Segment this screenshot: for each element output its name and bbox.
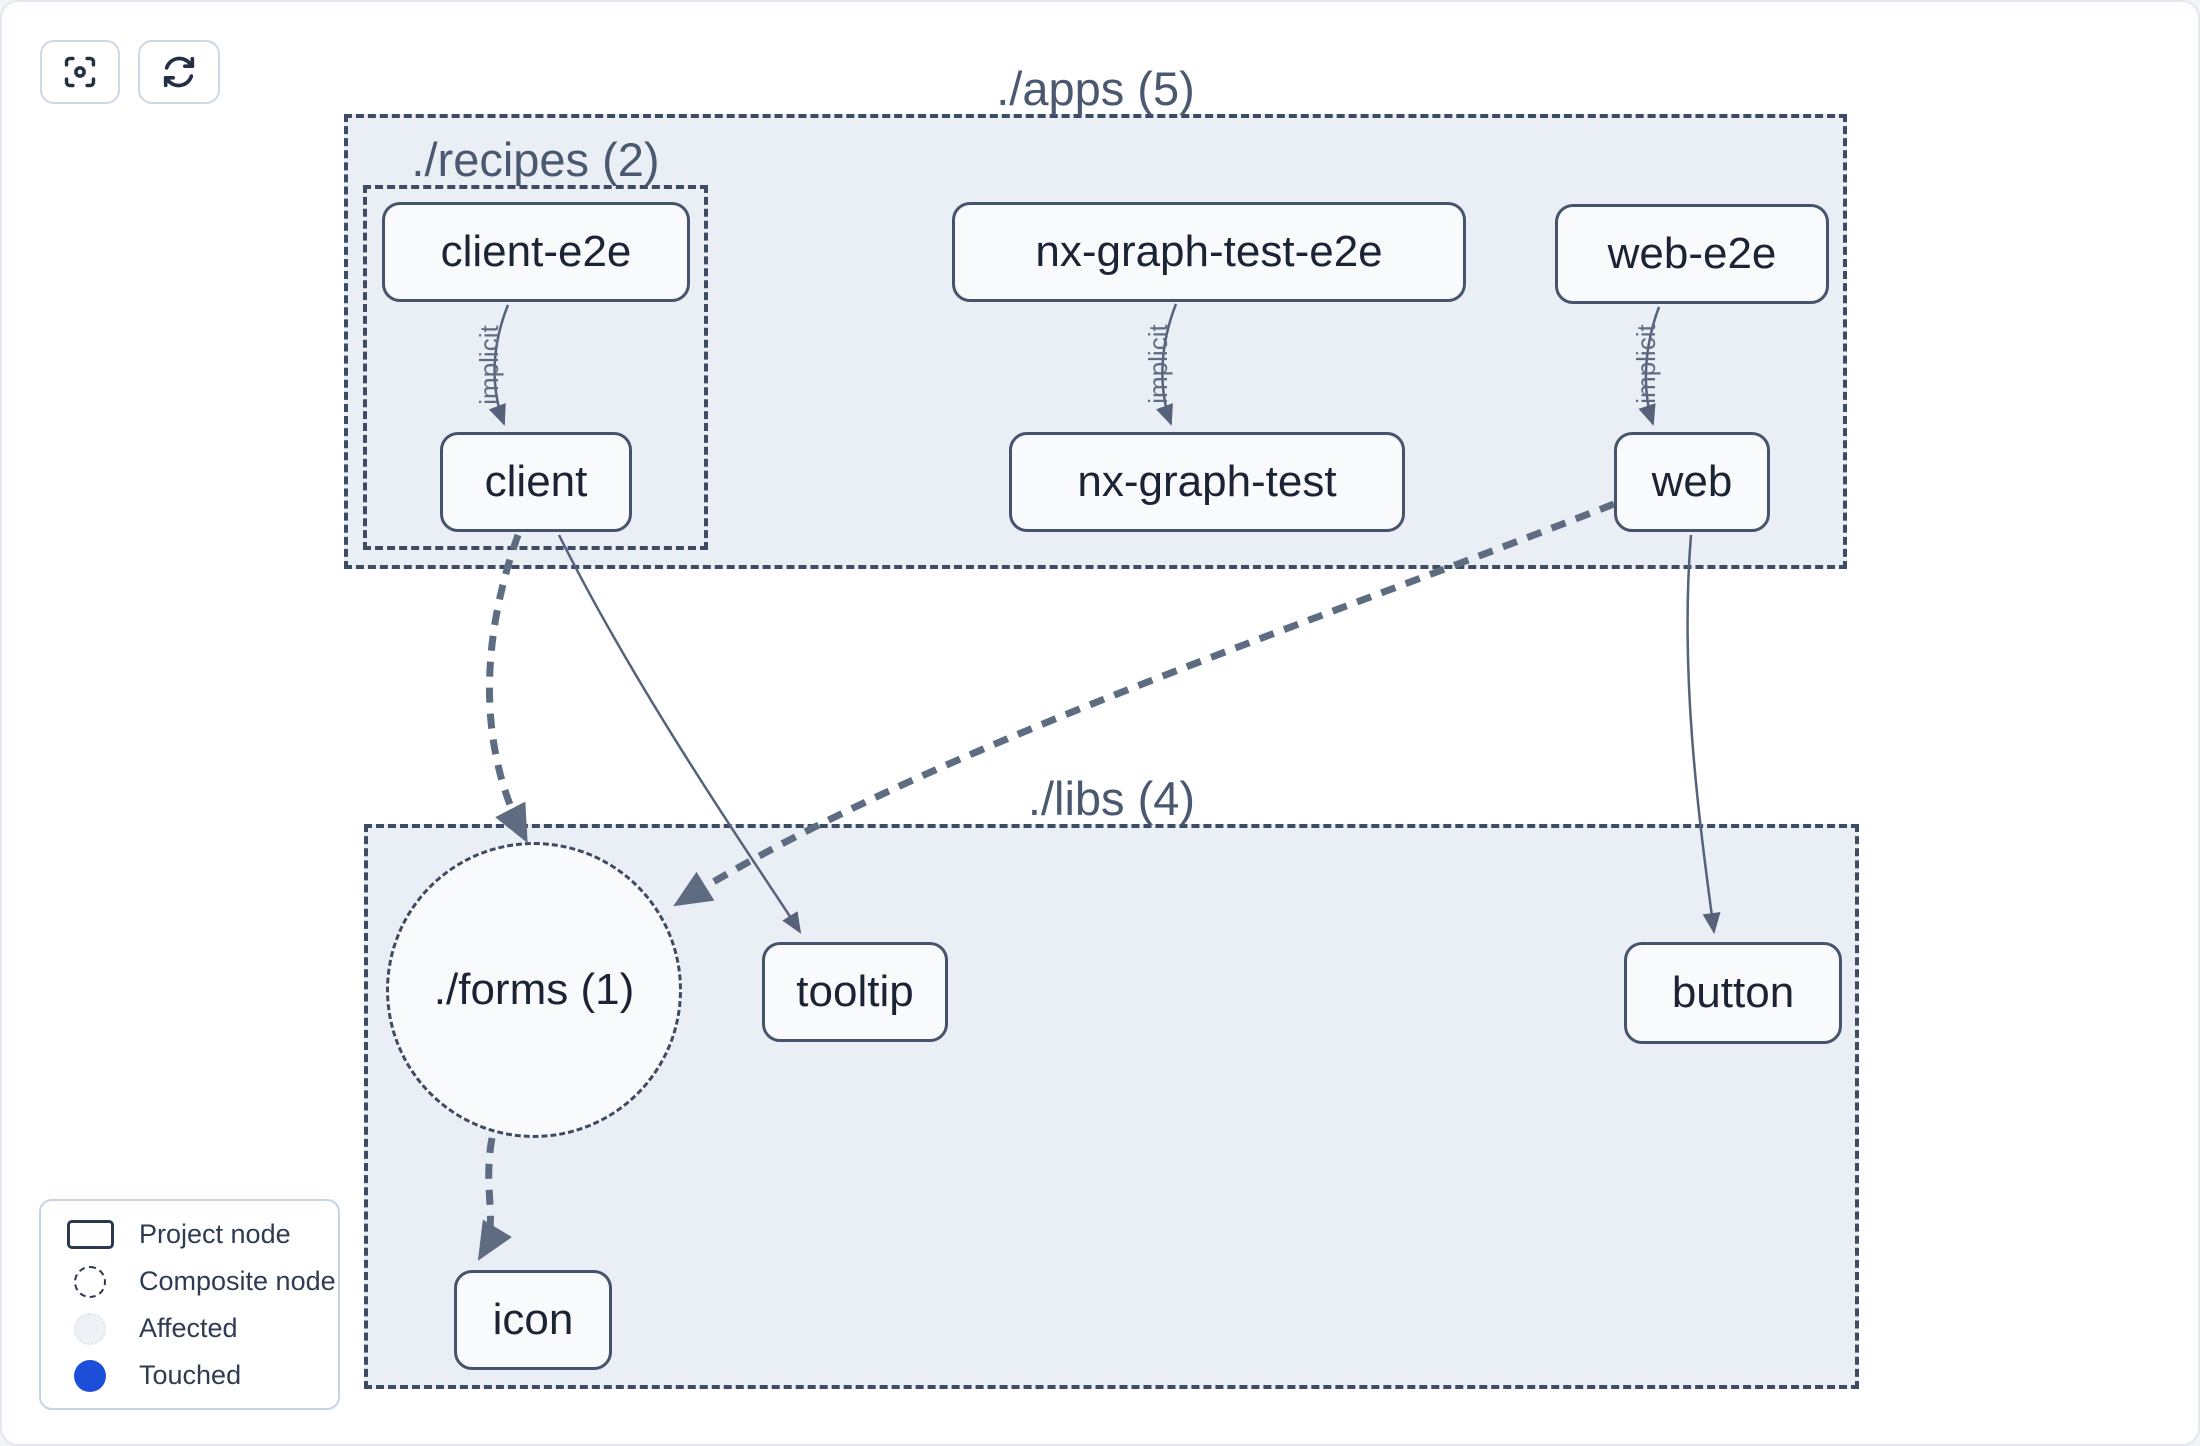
composite-node-swatch (65, 1265, 115, 1298)
group-label-recipes[interactable]: ./recipes (2) (411, 133, 660, 186)
node-label: web-e2e (1607, 229, 1777, 278)
node-client[interactable]: client (440, 432, 632, 532)
legend-item-composite-node: Composite node (41, 1258, 338, 1305)
refresh-icon (163, 56, 195, 88)
node-web-e2e[interactable]: web-e2e (1555, 204, 1829, 304)
legend-item-affected: Affected (41, 1305, 338, 1352)
focus-center-icon (64, 56, 96, 88)
group-label-libs[interactable]: ./libs (4) (1027, 772, 1196, 825)
group-recipes[interactable] (363, 185, 708, 550)
group-label-apps[interactable]: ./apps (5) (996, 62, 1195, 115)
legend-label: Project node (139, 1219, 291, 1249)
node-nx-graph-test-e2e[interactable]: nx-graph-test-e2e (952, 202, 1466, 302)
project-node-swatch (65, 1220, 115, 1249)
node-label: web (1651, 457, 1733, 506)
node-label: nx-graph-test-e2e (1035, 227, 1383, 276)
node-label: client-e2e (440, 227, 632, 276)
legend-item-touched: Touched (41, 1352, 338, 1399)
node-client-e2e[interactable]: client-e2e (382, 202, 690, 302)
legend-item-project-node: Project node (41, 1211, 338, 1258)
composite-node-label: ./forms (1) (433, 965, 635, 1014)
center-graph-button[interactable] (40, 40, 120, 104)
legend-label: Touched (139, 1360, 242, 1390)
node-label: nx-graph-test (1077, 457, 1337, 506)
node-label: icon (492, 1295, 574, 1344)
node-nx-graph-test[interactable]: nx-graph-test (1009, 432, 1405, 532)
node-tooltip[interactable]: tooltip (762, 942, 948, 1042)
node-label: tooltip (796, 967, 914, 1016)
legend: Project node Composite node Affected Tou… (39, 1199, 340, 1410)
refresh-graph-button[interactable] (138, 40, 220, 104)
legend-label: Affected (139, 1313, 238, 1343)
composite-node-forms[interactable]: ./forms (1) (386, 842, 682, 1138)
node-label: client (484, 457, 588, 506)
node-web[interactable]: web (1614, 432, 1770, 532)
node-button[interactable]: button (1624, 942, 1842, 1044)
touched-swatch (65, 1359, 115, 1392)
node-icon[interactable]: icon (454, 1270, 612, 1370)
legend-label: Composite node (139, 1266, 336, 1296)
affected-swatch (65, 1312, 115, 1345)
node-label: button (1671, 968, 1795, 1017)
